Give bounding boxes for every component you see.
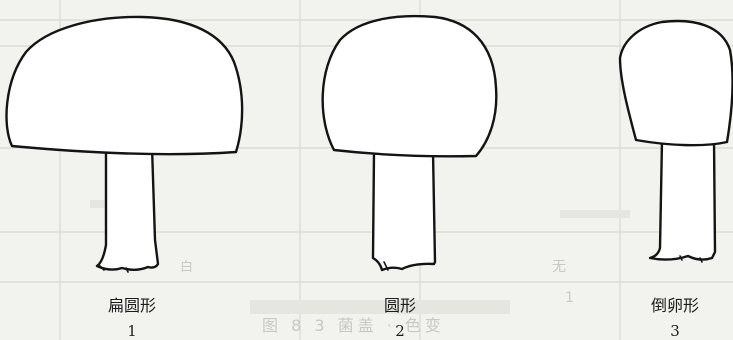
bleed-through-text: 1	[565, 290, 574, 306]
bleed-through-caption: 图 8 3 菌盖 · 色变	[262, 316, 445, 335]
bleed-through-text: 无	[552, 259, 566, 275]
mushroom-3-obovate	[618, 19, 733, 263]
bleed-through-text: 白	[180, 260, 194, 275]
mushroom-2-number: 2	[395, 322, 405, 340]
mushroom-1-number: 1	[127, 322, 137, 340]
mushroom-2-round	[321, 14, 498, 272]
mushroom-3-name-label: 倒卵形	[650, 296, 699, 315]
mushroom-1-name-label: 扁圆形	[107, 296, 156, 315]
mushroom-1-flat-round	[5, 15, 244, 273]
mushroom-3-number: 3	[670, 322, 680, 340]
mushroom-2-name-label: 圆形	[383, 296, 416, 315]
